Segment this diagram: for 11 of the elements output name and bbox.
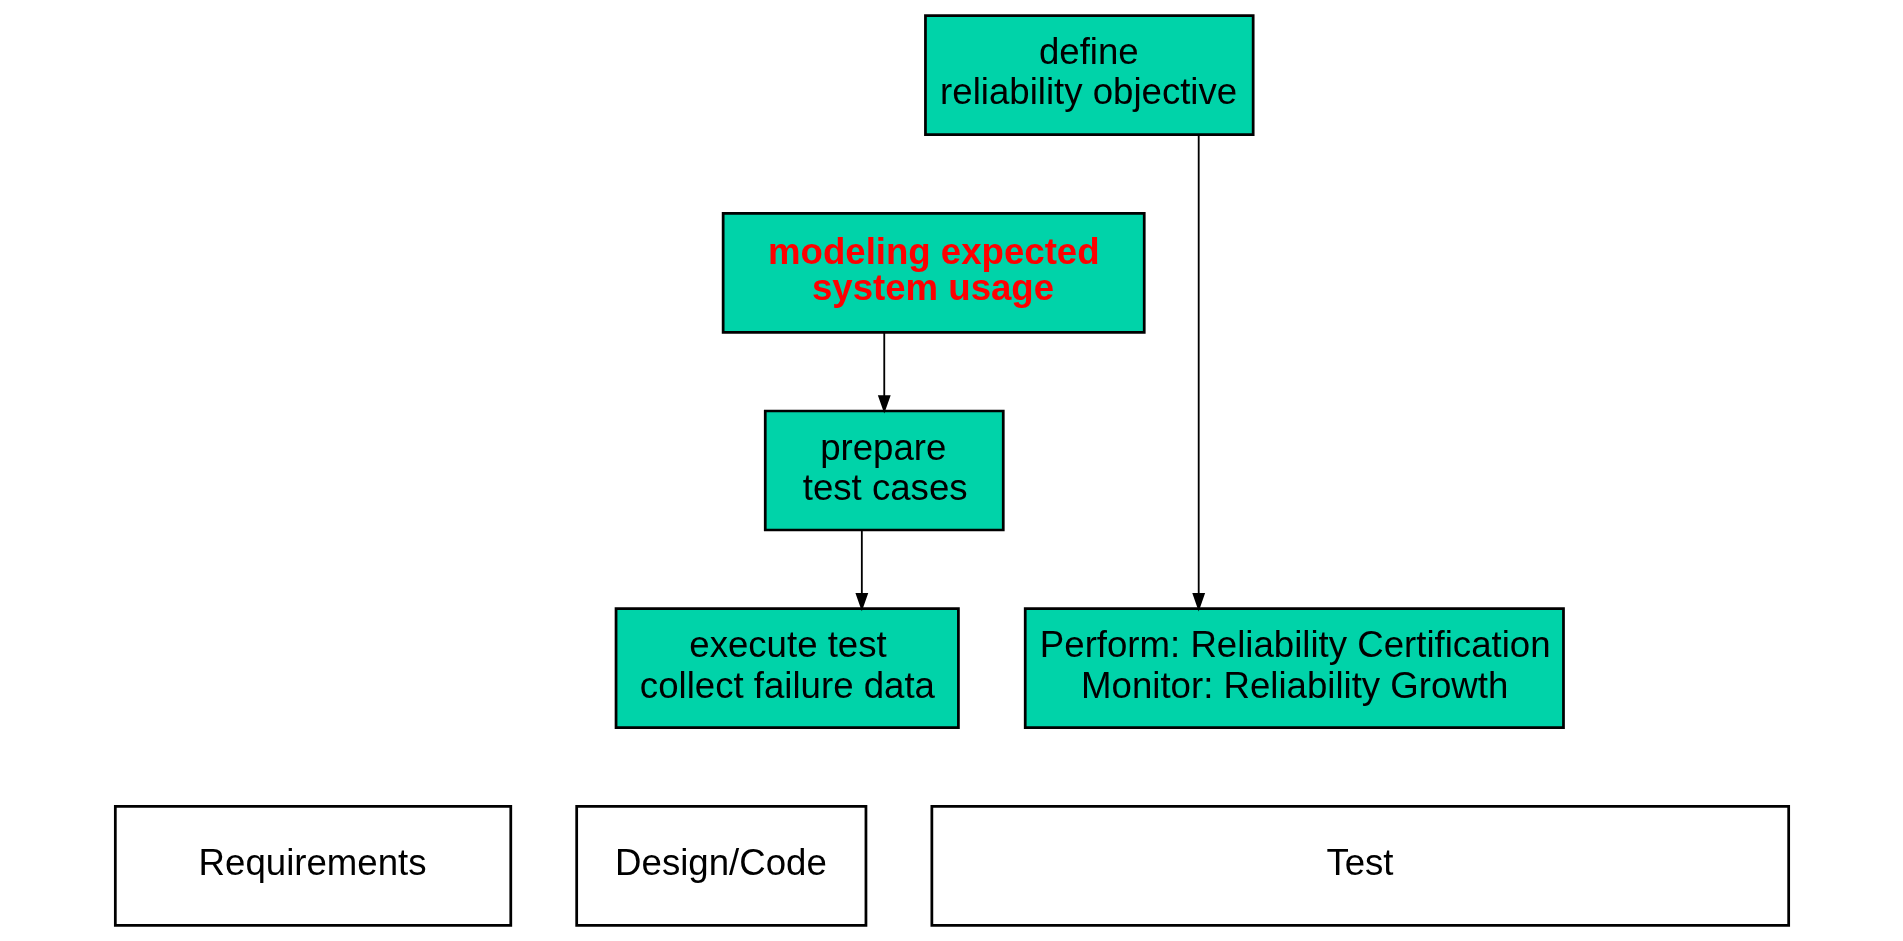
arrow [1191, 133, 1205, 612]
node-box: Design/Code [574, 805, 867, 927]
arrow [877, 331, 891, 414]
arrow [854, 529, 868, 612]
node-box: Perform: Reliability Certification Monitor: Reliability Growth [1023, 607, 1565, 730]
node-box: Requirements [113, 805, 512, 927]
node-box: define reliability objective [923, 14, 1255, 136]
node-box: execute test collect failure data [614, 607, 960, 730]
node-box: modeling expected system usage [721, 211, 1146, 334]
node-box: Test [930, 805, 1790, 927]
node-box: prepare test cases [763, 409, 1005, 532]
